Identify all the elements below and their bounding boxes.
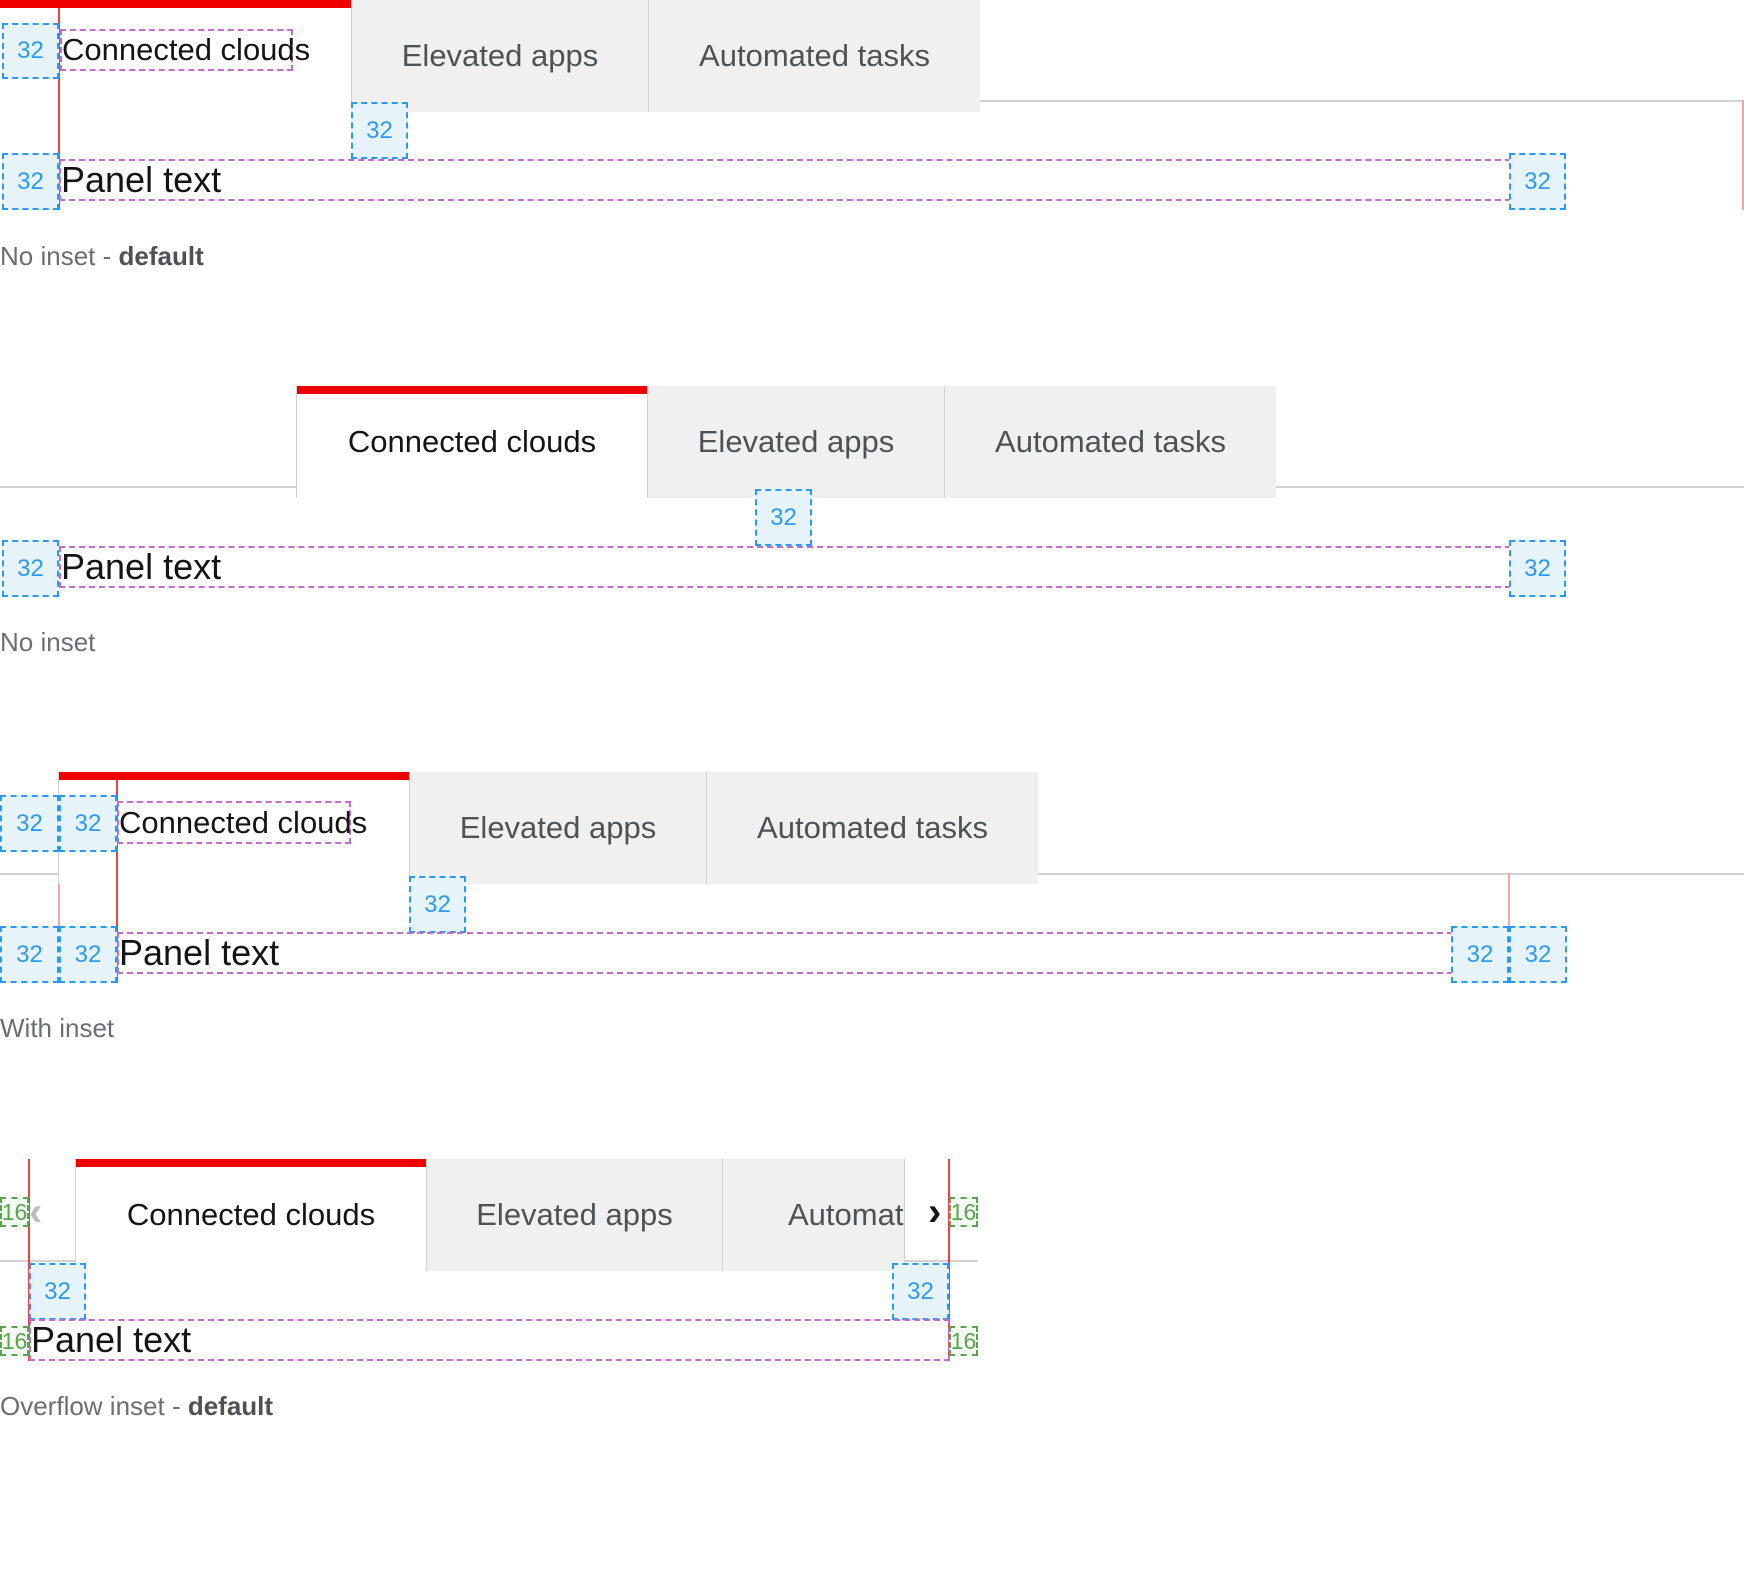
tabs-divider xyxy=(0,486,297,488)
spacer-32: 32 xyxy=(1509,926,1567,983)
caption-emphasis: default xyxy=(118,241,204,271)
tab-elevated-apps[interactable]: Elevated apps xyxy=(647,386,945,498)
tab-label: Automated tasks xyxy=(757,810,988,845)
spacer-32: 32 xyxy=(59,795,117,852)
tab-automated-tasks[interactable]: Automate xyxy=(722,1159,905,1271)
tab-label-outline: Connected clouds xyxy=(60,29,310,71)
spacer-32: 32 xyxy=(409,876,466,933)
spacer-32: 32 xyxy=(755,489,812,546)
tab-connected-clouds[interactable]: Connected clouds xyxy=(75,1159,427,1271)
tab-label-outline: Connected clouds xyxy=(117,801,367,844)
tab-label: Automate xyxy=(788,1197,904,1232)
spacer-32: 32 xyxy=(1451,926,1509,983)
tab-label: Elevated apps xyxy=(401,38,599,73)
inset-guide xyxy=(948,1159,950,1361)
spacer-32: 32 xyxy=(1509,540,1566,597)
spacer-32: 32 xyxy=(2,23,59,79)
tab-label: Elevated apps xyxy=(476,1197,673,1232)
tabs-divider xyxy=(0,873,59,875)
spacer-32: 32 xyxy=(351,102,408,159)
spacer-32: 32 xyxy=(2,540,59,597)
inset-guide xyxy=(28,1159,30,1361)
spacer-16: 16 xyxy=(949,1197,978,1227)
panel-text: Panel text xyxy=(117,932,1453,974)
spacer-32: 32 xyxy=(0,795,59,852)
caption-text: No inset - xyxy=(0,241,119,271)
chevron-left-icon[interactable]: ‹ xyxy=(29,1190,43,1234)
tab-label: Automated tasks xyxy=(699,38,930,73)
tab-elevated-apps[interactable]: Elevated apps xyxy=(409,772,707,884)
tabs-divider xyxy=(408,873,1744,875)
spacer-16: 16 xyxy=(0,1326,29,1356)
spacer-16: 16 xyxy=(949,1326,978,1356)
spacer-32: 32 xyxy=(892,1263,949,1320)
spacer-32: 32 xyxy=(59,926,117,983)
chevron-right-icon[interactable]: › xyxy=(928,1190,942,1234)
caption-overflow-inset-default: Overflow inset - default xyxy=(0,1391,273,1422)
tab-automated-tasks[interactable]: Automated tasks xyxy=(648,0,980,112)
spacer-32: 32 xyxy=(29,1263,86,1320)
tab-automated-tasks[interactable]: Automated tasks xyxy=(706,772,1038,884)
tab-label: Automated tasks xyxy=(995,424,1226,459)
spacer-32: 32 xyxy=(2,153,59,210)
tab-label: Elevated apps xyxy=(459,810,657,845)
tab-label: Connected clouds xyxy=(347,424,597,459)
caption-no-inset-default: No inset - default xyxy=(0,241,204,272)
tab-connected-clouds[interactable]: Connected clouds xyxy=(296,386,648,498)
panel-edge-guide xyxy=(1742,100,1744,210)
tab-elevated-apps[interactable]: Elevated apps xyxy=(351,0,649,112)
tab-label: Elevated apps xyxy=(697,424,895,459)
caption-with-inset: With inset xyxy=(0,1013,115,1043)
tab-automated-tasks[interactable]: Automated tasks xyxy=(944,386,1276,498)
tab-elevated-apps[interactable]: Elevated apps xyxy=(426,1159,723,1271)
inset-guide xyxy=(58,0,60,210)
panel-text: Panel text xyxy=(59,159,1511,201)
caption-text: Overflow inset - xyxy=(0,1391,188,1421)
tab-label: Connected clouds xyxy=(126,1197,376,1232)
tabs-divider xyxy=(0,1260,76,1262)
panel-text: Panel text xyxy=(59,546,1511,588)
spacer-16: 16 xyxy=(0,1197,29,1227)
panel-text: Panel text xyxy=(29,1319,950,1361)
caption-no-inset: No inset xyxy=(0,627,96,657)
tabs-divider xyxy=(352,100,1744,102)
caption-emphasis: default xyxy=(187,1391,274,1421)
spacer-32: 32 xyxy=(0,926,59,983)
spacer-32: 32 xyxy=(1509,153,1566,210)
inset-guide xyxy=(116,780,118,983)
